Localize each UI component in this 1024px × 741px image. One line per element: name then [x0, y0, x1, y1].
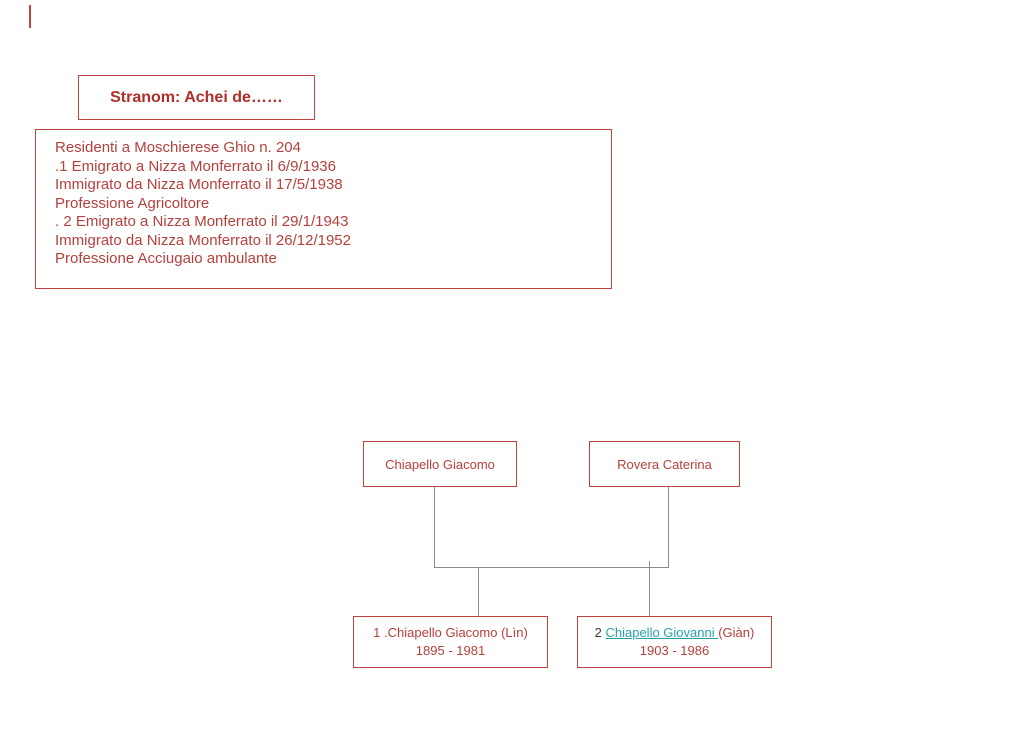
stranom-title-text: Stranom: Achei de……	[110, 88, 283, 106]
connector-child2-drop	[649, 561, 650, 616]
connector-father-down	[434, 487, 435, 568]
tree-node-child-chiapello-giovanni[interactable]: 2 Chiapello Giovanni (Giàn) 1903 - 1986	[577, 616, 772, 668]
connector-child1-drop	[478, 567, 479, 616]
note-line-emigration-2: . 2 Emigrato a Nizza Monferrato il 29/1/…	[55, 213, 349, 230]
note-line-immigration-1: Immigrato da Nizza Monferrato il 17/5/19…	[55, 176, 343, 193]
person-nickname: (Giàn)	[718, 625, 755, 640]
person-name: Chiapello Giacomo	[385, 456, 495, 472]
connector-mother-down	[668, 486, 669, 568]
tree-node-rovera-caterina-mother[interactable]: Rovera Caterina	[589, 441, 740, 487]
person-years: 1903 - 1986	[639, 643, 710, 658]
note-line-profession-2: Professione Acciugaio ambulante	[55, 250, 277, 267]
note-line-residence: Residenti a Moschierese Ghio n. 204	[55, 139, 301, 156]
person-name: Rovera Caterina	[617, 456, 712, 472]
child-number: 2	[594, 625, 606, 640]
note-line-emigration-1: .1 Emigrato a Nizza Monferrato il 6/9/19…	[55, 157, 336, 175]
text-cursor-caret	[29, 5, 31, 28]
person-name-line: 2 Chiapello Giovanni (Giàn)	[595, 624, 755, 642]
connector-horizontal	[434, 567, 669, 568]
tree-node-chiapello-giacomo-father[interactable]: Chiapello Giacomo	[363, 441, 517, 487]
note-line-immigration-2: Immigrato da Nizza Monferrato il 26/12/1…	[55, 231, 351, 249]
chiapello-giovanni-link[interactable]: Chiapello Giovanni	[605, 625, 719, 640]
person-years: 1895 - 1981	[415, 643, 486, 658]
stranom-title-box[interactable]: Stranom: Achei de……	[78, 75, 315, 120]
residence-notes-box[interactable]: Residenti a Moschierese Ghio n. 204 .1 E…	[35, 129, 612, 289]
tree-node-child-chiapello-giacomo[interactable]: 1 .Chiapello Giacomo (Lìn) 1895 - 1981	[353, 616, 548, 668]
note-line-profession-1: Professione Agricoltore	[55, 194, 210, 212]
person-name-line: 1 .Chiapello Giacomo (Lìn)	[373, 625, 528, 640]
